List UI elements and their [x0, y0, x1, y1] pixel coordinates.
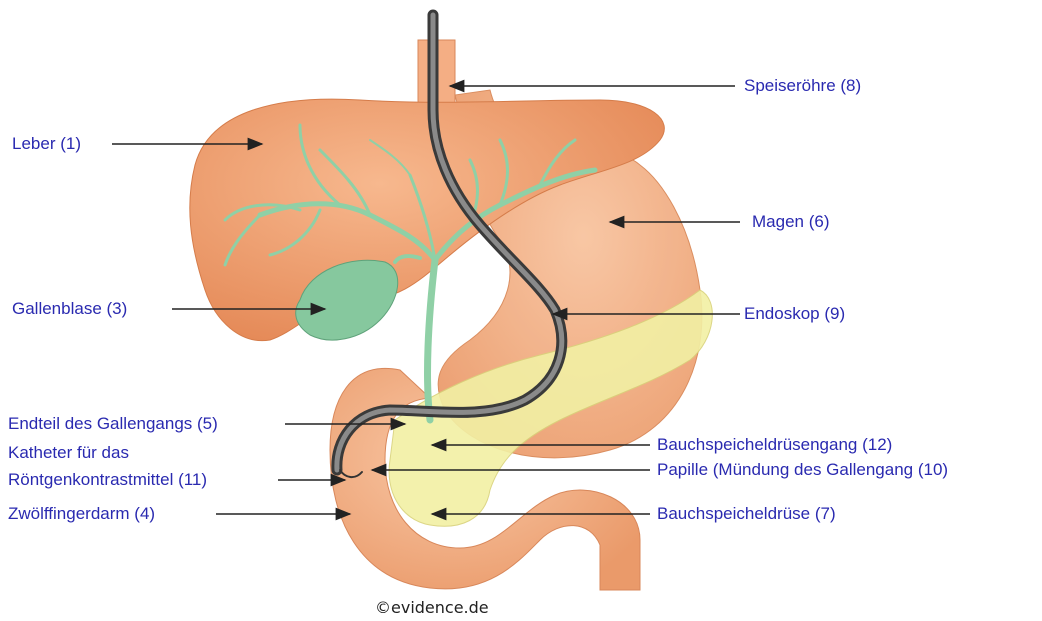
- label-endteil-gallengang: Endteil des Gallengangs (5): [8, 414, 218, 434]
- label-speiseroehre: Speiseröhre (8): [744, 76, 861, 96]
- label-bauchspeicheldruese: Bauchspeicheldrüse (7): [657, 504, 836, 524]
- label-gallenblase: Gallenblase (3): [12, 299, 127, 319]
- label-papille: Papille (Mündung des Gallengang (10): [657, 460, 948, 480]
- label-katheter-line1: Katheter für das: [8, 443, 129, 463]
- label-katheter-line2: Röntgenkontrastmittel (11): [8, 470, 207, 490]
- label-endoskop: Endoskop (9): [744, 304, 845, 324]
- label-magen: Magen (6): [752, 212, 829, 232]
- copyright-text: ©evidence.de: [375, 598, 489, 617]
- label-leber: Leber (1): [12, 134, 81, 154]
- label-bauchspeicheldruesengang: Bauchspeicheldrüsengang (12): [657, 435, 892, 455]
- label-zwoelffingerdarm: Zwölffingerdarm (4): [8, 504, 155, 524]
